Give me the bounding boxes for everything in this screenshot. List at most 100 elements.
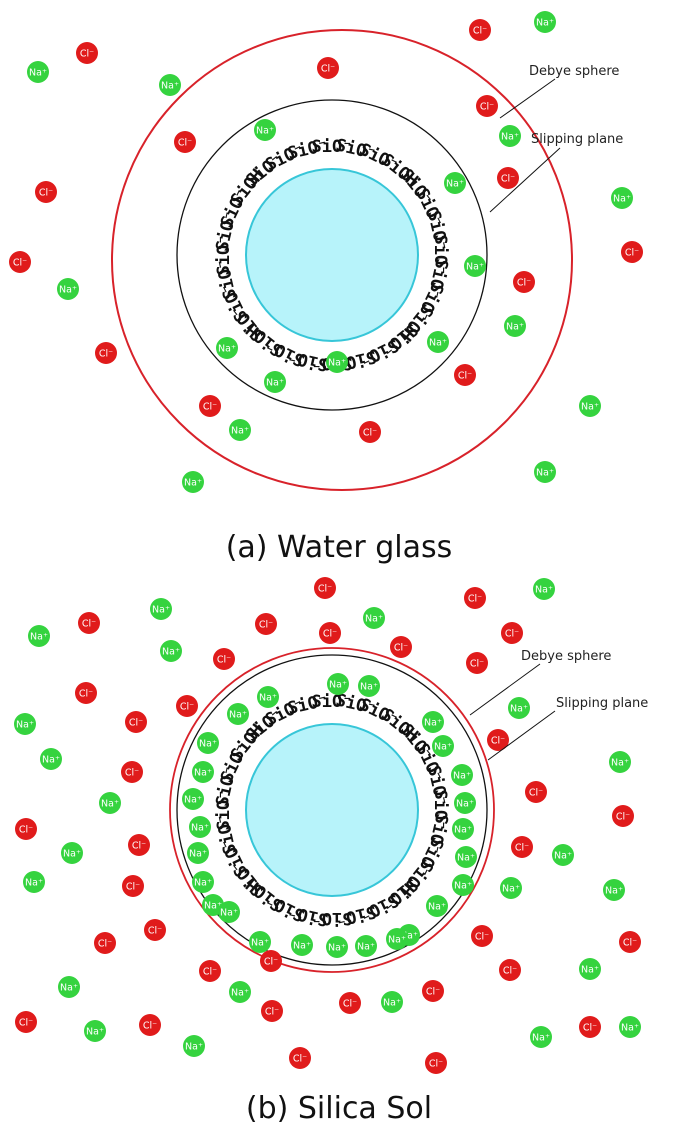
surface-silanol-group: SiO⁻ xyxy=(430,790,450,831)
ion-marker xyxy=(15,1011,37,1033)
chloride-ion: Cl⁻ xyxy=(422,980,444,1002)
chloride-ion: Cl⁻ xyxy=(499,959,521,981)
ion-label: Cl⁻ xyxy=(19,825,33,836)
chloride-ion: Cl⁻ xyxy=(174,131,196,153)
ion-label: Na⁺ xyxy=(184,795,202,806)
ion-label: Na⁺ xyxy=(59,285,77,296)
ion-label: Na⁺ xyxy=(101,799,119,810)
ion-marker xyxy=(612,805,634,827)
ion-label: Na⁺ xyxy=(194,768,212,779)
surface-silanol-group: SiO⁻ xyxy=(430,235,450,276)
ion-marker xyxy=(121,761,143,783)
chloride-ion: Cl⁻ xyxy=(15,818,37,840)
ion-marker xyxy=(579,958,601,980)
ion-label: Cl⁻ xyxy=(625,248,639,259)
chloride-ion: Cl⁻ xyxy=(289,1047,311,1069)
ion-label: Cl⁻ xyxy=(19,1018,33,1029)
ion-label: Na⁺ xyxy=(357,942,375,953)
sodium-ion: Na⁺ xyxy=(28,625,50,647)
chloride-ion: Cl⁻ xyxy=(487,729,509,751)
sodium-ion: Na⁺ xyxy=(451,764,473,786)
ion-label: Na⁺ xyxy=(535,585,553,596)
chloride-ion: Cl⁻ xyxy=(125,711,147,733)
sodium-ion: Na⁺ xyxy=(99,792,121,814)
slipping-leader-line xyxy=(487,710,556,761)
ion-label: Cl⁻ xyxy=(616,812,630,823)
ion-label: Na⁺ xyxy=(457,853,475,864)
ion-label: Cl⁻ xyxy=(491,736,505,747)
ion-label: Na⁺ xyxy=(446,179,464,190)
ion-marker xyxy=(464,587,486,609)
ion-label: Na⁺ xyxy=(581,402,599,413)
ion-marker xyxy=(95,342,117,364)
surface-silanol-group: SiO⁻ xyxy=(286,690,330,719)
sodium-ion: Na⁺ xyxy=(326,351,348,373)
ion-marker xyxy=(227,703,249,725)
chloride-ion: Cl⁻ xyxy=(319,622,341,644)
ion-label: Cl⁻ xyxy=(318,584,332,595)
ion-label: Na⁺ xyxy=(454,825,472,836)
ion-marker xyxy=(471,925,493,947)
ion-marker xyxy=(192,761,214,783)
sodium-ion: Na⁺ xyxy=(84,1020,106,1042)
sodium-ion: Na⁺ xyxy=(187,842,209,864)
ion-label: Cl⁻ xyxy=(98,939,112,950)
ion-marker xyxy=(144,919,166,941)
ion-marker xyxy=(501,622,523,644)
ion-label: Na⁺ xyxy=(184,478,202,489)
chloride-ion: Cl⁻ xyxy=(213,648,235,670)
ion-label: Cl⁻ xyxy=(80,49,94,60)
surface-silanol-group: SiO⁻ xyxy=(312,137,353,157)
ion-marker xyxy=(57,278,79,300)
ion-label: Cl⁻ xyxy=(321,64,335,75)
debye-sphere-ring xyxy=(169,647,495,973)
ion-label: Cl⁻ xyxy=(129,718,143,729)
ion-cloud: Cl⁻ Na⁺ Na⁺ Cl⁻ Na⁺ Cl⁻ Cl⁻ Na⁺ Na⁺ Cl⁻ Cl⁻ Cl⁻ Cl⁻ C… xyxy=(14,577,641,1074)
ion-label: Cl⁻ xyxy=(505,629,519,640)
ion-marker xyxy=(150,598,172,620)
chloride-ion: Cl⁻ xyxy=(359,421,381,443)
ion-label: Na⁺ xyxy=(42,755,60,766)
chloride-ion: Cl⁻ xyxy=(255,613,277,635)
ion-label: Cl⁻ xyxy=(517,278,531,289)
ion-marker xyxy=(61,842,83,864)
slipping-plane-ring xyxy=(176,99,488,411)
sodium-ion: Na⁺ xyxy=(249,931,271,953)
sodium-ion: Na⁺ xyxy=(189,816,211,838)
ion-label: Cl⁻ xyxy=(468,594,482,605)
sodium-ion: Na⁺ xyxy=(27,61,49,83)
ion-marker xyxy=(15,818,37,840)
ion-marker xyxy=(317,57,339,79)
ion-marker xyxy=(619,1016,641,1038)
sodium-ion: Na⁺ xyxy=(358,675,380,697)
ion-marker xyxy=(534,11,556,33)
ion-marker xyxy=(579,1016,601,1038)
ion-label: Cl⁻ xyxy=(203,967,217,978)
sodium-ion: Na⁺ xyxy=(452,874,474,896)
sodium-ion: Na⁺ xyxy=(422,711,444,733)
ion-label: Na⁺ xyxy=(60,983,78,994)
ion-marker xyxy=(530,1026,552,1048)
chloride-ion: Cl⁻ xyxy=(501,622,523,644)
ion-label: Na⁺ xyxy=(231,426,249,437)
ion-label: Na⁺ xyxy=(429,338,447,349)
ion-marker xyxy=(466,652,488,674)
ion-marker xyxy=(386,928,408,950)
ion-marker xyxy=(176,695,198,717)
ion-marker xyxy=(432,735,454,757)
ion-label: Cl⁻ xyxy=(429,1059,443,1070)
ion-marker xyxy=(27,61,49,83)
chloride-ion: Cl⁻ xyxy=(35,181,57,203)
ion-label: Cl⁻ xyxy=(132,841,146,852)
surface-silanol-group: SiO⁻ xyxy=(312,908,353,928)
chloride-ion: Cl⁻ xyxy=(621,241,643,263)
ion-label: Cl⁻ xyxy=(529,788,543,799)
ion-label: Na⁺ xyxy=(383,998,401,1009)
ion-marker xyxy=(197,732,219,754)
ion-label: Na⁺ xyxy=(229,710,247,721)
sodium-ion: Na⁺ xyxy=(603,879,625,901)
ion-marker xyxy=(84,1020,106,1042)
chloride-ion: Cl⁻ xyxy=(75,682,97,704)
ion-label: Cl⁻ xyxy=(125,768,139,779)
ion-marker xyxy=(192,871,214,893)
